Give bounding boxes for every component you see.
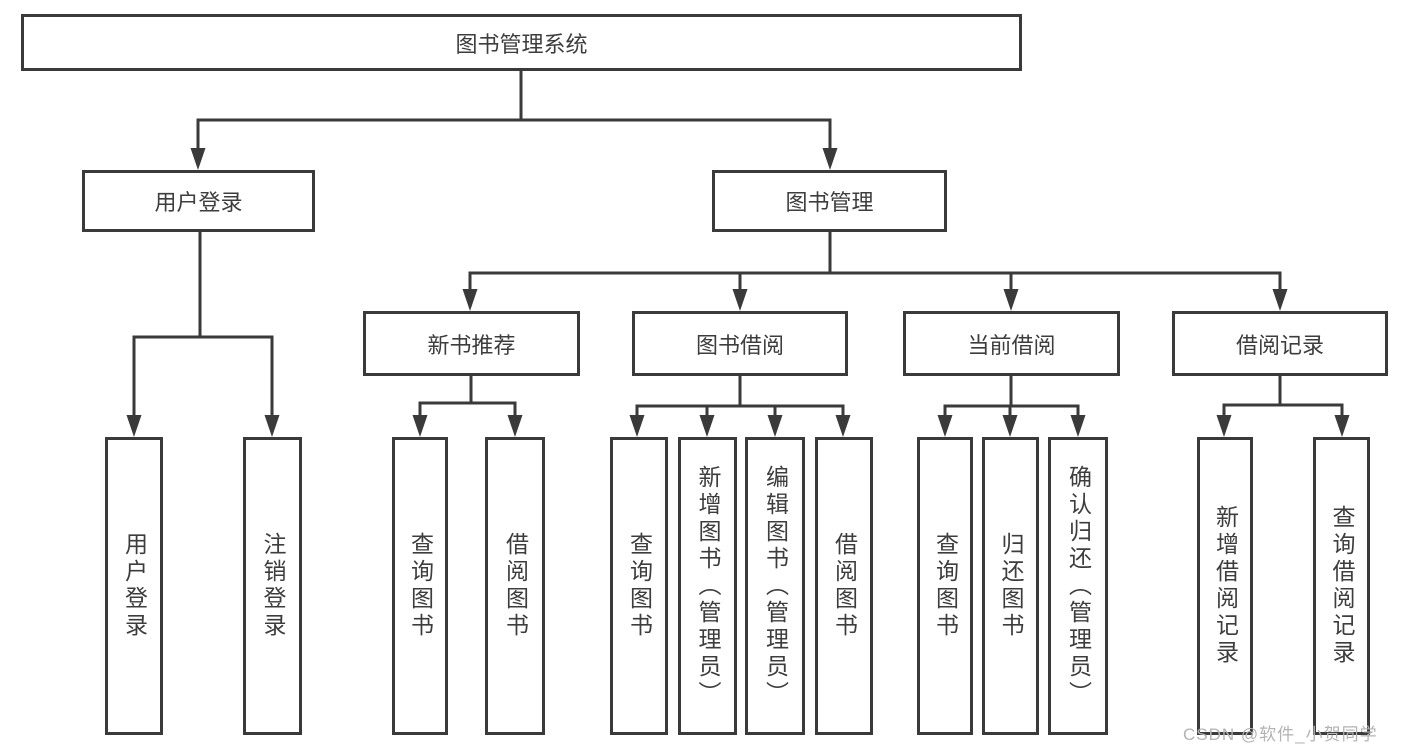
node-leaf-return-books: 归还图书 xyxy=(982,437,1039,735)
node-leaf-query-books-borrowing: 查询图书 xyxy=(610,437,668,735)
node-leaf-borrow-books-borrowing: 借阅图书 xyxy=(815,437,873,735)
node-label: 查询图书 xyxy=(407,532,434,640)
node-leaf-borrow-books-recommend: 借阅图书 xyxy=(485,437,545,735)
node-label: 图书管理 xyxy=(785,190,874,215)
node-leaf-add-books-admin: 新增图书（管理员） xyxy=(678,437,737,735)
node-label: 用户登录 xyxy=(121,532,148,640)
node-leaf-logout: 注销登录 xyxy=(243,437,302,735)
node-new-book-recommend: 新书推荐 xyxy=(363,311,580,376)
node-label: 新增图书（管理员） xyxy=(695,464,721,708)
node-book-management: 图书管理 xyxy=(712,170,947,232)
node-label: 新书推荐 xyxy=(427,332,516,358)
node-label: 图书管理系统 xyxy=(455,31,588,57)
node-leaf-query-books-recommend: 查询图书 xyxy=(392,437,448,735)
node-leaf-confirm-return-admin: 确认归还（管理员） xyxy=(1048,437,1108,735)
node-leaf-edit-books-admin: 编辑图书（管理员） xyxy=(745,437,805,735)
node-leaf-query-borrow-record: 查询借阅记录 xyxy=(1313,437,1370,735)
arrowhead-icons xyxy=(126,148,1350,437)
node-leaf-user-login: 用户登录 xyxy=(105,437,163,735)
node-current-borrowing: 当前借阅 xyxy=(903,311,1120,376)
node-user-login: 用户登录 xyxy=(82,170,315,232)
node-label: 查询图书 xyxy=(626,532,653,640)
node-root-library-management-system: 图书管理系统 xyxy=(21,14,1022,71)
node-label: 注销登录 xyxy=(260,532,286,640)
node-label: 新增借阅记录 xyxy=(1212,505,1239,667)
node-label: 查询借阅记录 xyxy=(1329,505,1355,667)
node-borrowing-records: 借阅记录 xyxy=(1172,311,1388,376)
csdn-watermark: CSDN @软件_小贺同学 xyxy=(1183,725,1378,744)
node-label: 借阅图书 xyxy=(502,532,529,640)
node-label: 图书借阅 xyxy=(695,332,784,358)
node-label: 确认归还（管理员） xyxy=(1065,464,1092,708)
node-leaf-add-borrow-record: 新增借阅记录 xyxy=(1197,437,1253,735)
node-label: 归还图书 xyxy=(998,532,1024,640)
node-label: 借阅记录 xyxy=(1235,332,1324,358)
node-label: 用户登录 xyxy=(154,190,243,215)
node-label: 查询图书 xyxy=(932,532,959,640)
node-label: 借阅图书 xyxy=(831,532,858,640)
node-book-borrowing: 图书借阅 xyxy=(632,311,848,376)
node-label: 当前借阅 xyxy=(967,332,1056,358)
node-label: 编辑图书（管理员） xyxy=(762,464,789,708)
node-leaf-query-books-current: 查询图书 xyxy=(917,437,973,735)
